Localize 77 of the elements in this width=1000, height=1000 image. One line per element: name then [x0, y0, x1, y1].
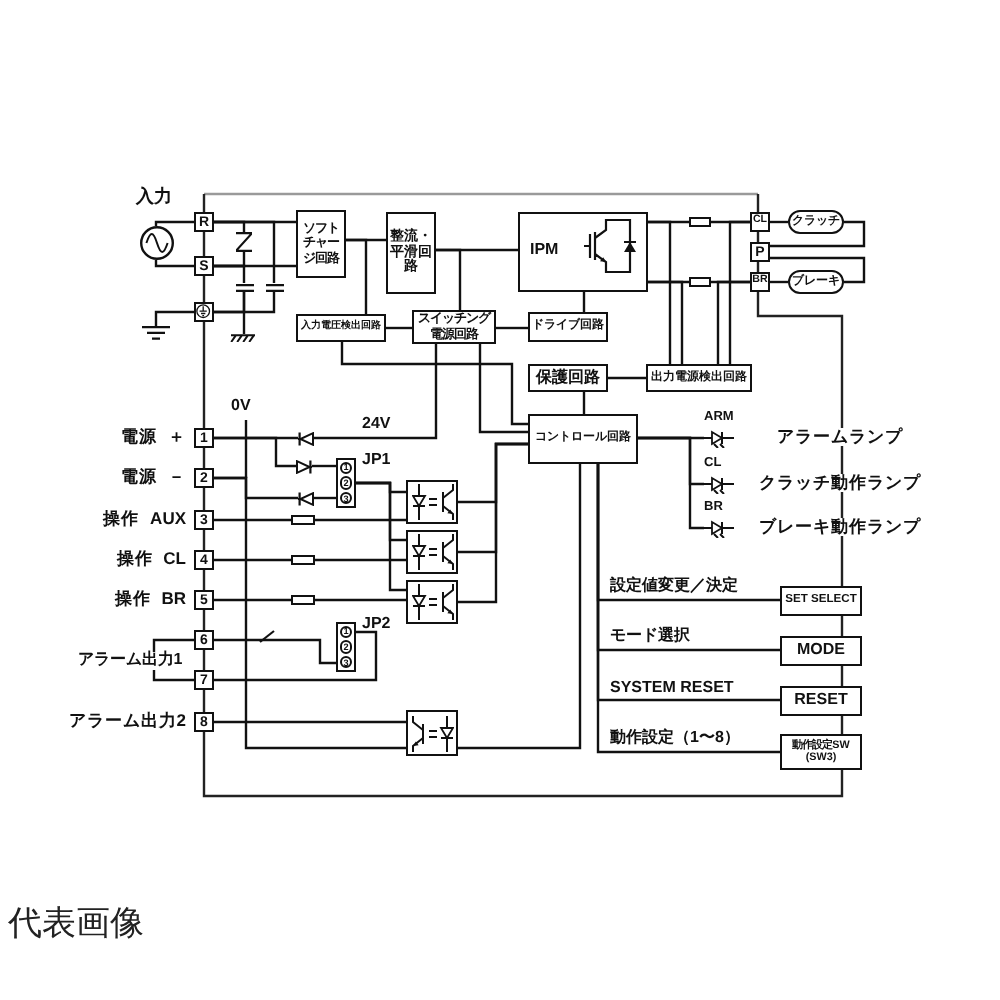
terminal-label: 電源 － [121, 468, 186, 487]
led-symbol [704, 518, 734, 538]
wire [478, 344, 528, 434]
varistor-symbol [236, 232, 252, 252]
capacitor-symbol [235, 283, 253, 291]
jumper-label: JP1 [362, 452, 391, 470]
wire [154, 260, 194, 268]
lamp-label: アラームランプ [775, 428, 905, 447]
wire [314, 496, 336, 500]
key-box: RESET [780, 686, 862, 716]
edge-label: モード選択 [608, 628, 692, 646]
earth-symbol [142, 326, 170, 340]
terminal-label: 操作 CL [116, 550, 186, 569]
module-label: IPM [530, 241, 559, 259]
edge-label: 設定値変更／決定 [608, 578, 740, 596]
wire [346, 238, 368, 314]
wire [648, 220, 672, 364]
wire [716, 280, 750, 364]
wire [582, 292, 586, 312]
module-box [518, 212, 648, 292]
wire [214, 558, 406, 562]
terminal-label: 電源 ＋ [121, 428, 186, 447]
wire [340, 342, 528, 426]
source-label: 入力 [136, 188, 172, 208]
wire [596, 464, 780, 754]
output-label: アラーム出力1 [72, 652, 188, 670]
wire [154, 220, 194, 226]
jumper-label: JP2 [362, 616, 391, 634]
terminal-label: アラーム出力2 [68, 712, 186, 731]
caption: 代表画像 [8, 906, 144, 944]
wire [458, 464, 582, 750]
lamp-label: ブレーキ動作ランプ [757, 518, 923, 537]
terminal-label: 操作 BR [114, 590, 186, 609]
wire [154, 310, 194, 326]
wire [214, 436, 296, 468]
wire [214, 720, 406, 724]
wire [436, 248, 462, 310]
wire [314, 344, 438, 440]
edge-label: SYSTEM RESET [608, 679, 736, 697]
wire [496, 326, 528, 330]
key-box: MODE [780, 636, 862, 666]
wire [770, 220, 866, 248]
capacitor-symbol [265, 283, 283, 291]
diode-symbol [298, 431, 314, 445]
voltage-label: 24V [362, 415, 391, 433]
wire [214, 598, 406, 602]
wire [638, 436, 704, 530]
diode-symbol [296, 459, 312, 473]
jumper-block [336, 458, 356, 508]
terminal-label: 操作 AUX [103, 510, 186, 529]
wire [214, 291, 246, 314]
wire [214, 476, 406, 750]
led-symbol [704, 428, 734, 448]
wire [214, 630, 378, 682]
wire [458, 442, 528, 604]
wire [312, 464, 336, 468]
wire [152, 638, 194, 652]
wire [582, 392, 586, 414]
voltage-label: 0V [231, 397, 251, 415]
wire [728, 220, 750, 364]
wire [648, 280, 684, 364]
wire [386, 326, 412, 330]
wire [356, 481, 406, 592]
led-symbol [704, 474, 734, 494]
wire [770, 256, 866, 284]
wire [214, 220, 276, 283]
ac-source-symbol [139, 226, 173, 260]
frame-ground-symbol [230, 334, 255, 342]
wire [152, 670, 194, 682]
wire [214, 638, 336, 665]
lamp-label: クラッチ動作ランプ [757, 474, 923, 493]
wire [608, 376, 646, 380]
process-box: 保護回路 [528, 364, 608, 392]
jumper-block [336, 622, 356, 672]
wire [214, 518, 406, 522]
wire [214, 252, 246, 268]
diode-symbol [298, 491, 314, 505]
